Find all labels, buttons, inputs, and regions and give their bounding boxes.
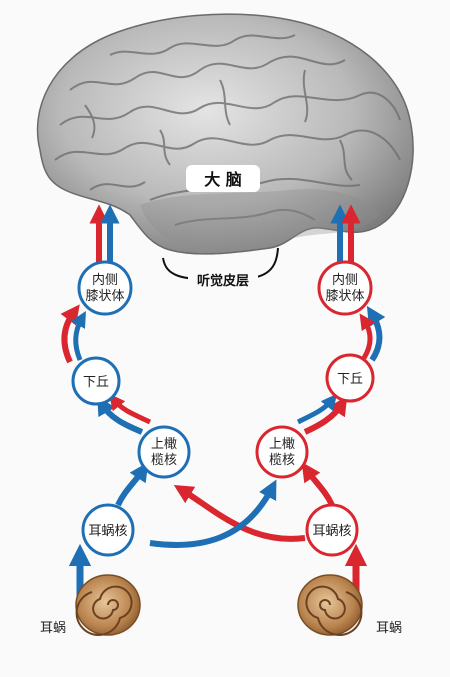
right-mgb-node: 内侧 膝状体 — [317, 260, 373, 316]
right-soc-node: 上橄 榄核 — [255, 425, 309, 479]
left-ic-to-mgb-red — [60, 304, 80, 364]
left-cochlea-label: 耳蜗 — [40, 620, 66, 636]
right-cochlea-label: 耳蜗 — [376, 620, 402, 636]
svg-text:上橄: 上橄 — [151, 437, 177, 452]
svg-text:上橄: 上橄 — [269, 437, 295, 452]
svg-text:下丘: 下丘 — [337, 372, 363, 387]
svg-text:膝状体: 膝状体 — [85, 289, 124, 304]
left-ic-node: 下丘 — [71, 356, 121, 406]
left-cn-to-right-soc-blue — [149, 479, 277, 548]
right-cn-node: 耳蜗核 — [305, 503, 359, 557]
svg-text:下丘: 下丘 — [83, 375, 109, 390]
right-ic-node: 下丘 — [325, 353, 375, 403]
svg-text:膝状体: 膝状体 — [325, 289, 364, 304]
left-soc-node: 上橄 榄核 — [137, 425, 191, 479]
svg-text:耳蜗核: 耳蜗核 — [88, 523, 127, 539]
brain-illustration — [36, 13, 414, 255]
svg-text:耳蜗核: 耳蜗核 — [312, 523, 351, 539]
left-soc-to-ic-blue — [97, 395, 144, 435]
svg-text:榄核: 榄核 — [269, 452, 295, 468]
left-cn-to-left-soc-blue — [115, 462, 149, 507]
left-mgb-node: 内侧 膝状体 — [77, 260, 133, 316]
left-cn-node: 耳蜗核 — [81, 503, 135, 557]
right-cochlea-icon — [297, 574, 363, 636]
brain-label-box — [186, 165, 260, 192]
right-soc-to-ic-blue — [296, 393, 338, 425]
brain-label: 大 脑 — [204, 170, 242, 189]
left-cochlea-icon — [75, 574, 141, 636]
svg-text:内侧: 内侧 — [92, 272, 118, 288]
right-cn-to-right-soc-red — [301, 462, 335, 507]
right-soc-to-ic-red — [303, 395, 348, 435]
auditory-cortex-label: 听觉皮层 — [197, 273, 249, 289]
auditory-cortex-label-box — [188, 270, 258, 290]
svg-text:内侧: 内侧 — [332, 272, 358, 288]
left-ic-to-mgb-blue — [71, 311, 86, 361]
right-ic-to-mgb-blue — [366, 305, 386, 362]
right-cn-to-left-soc-red — [173, 485, 306, 542]
left-soc-to-ic-red — [108, 393, 152, 425]
svg-text:榄核: 榄核 — [151, 452, 177, 468]
right-ic-to-mgb-red — [359, 313, 376, 360]
